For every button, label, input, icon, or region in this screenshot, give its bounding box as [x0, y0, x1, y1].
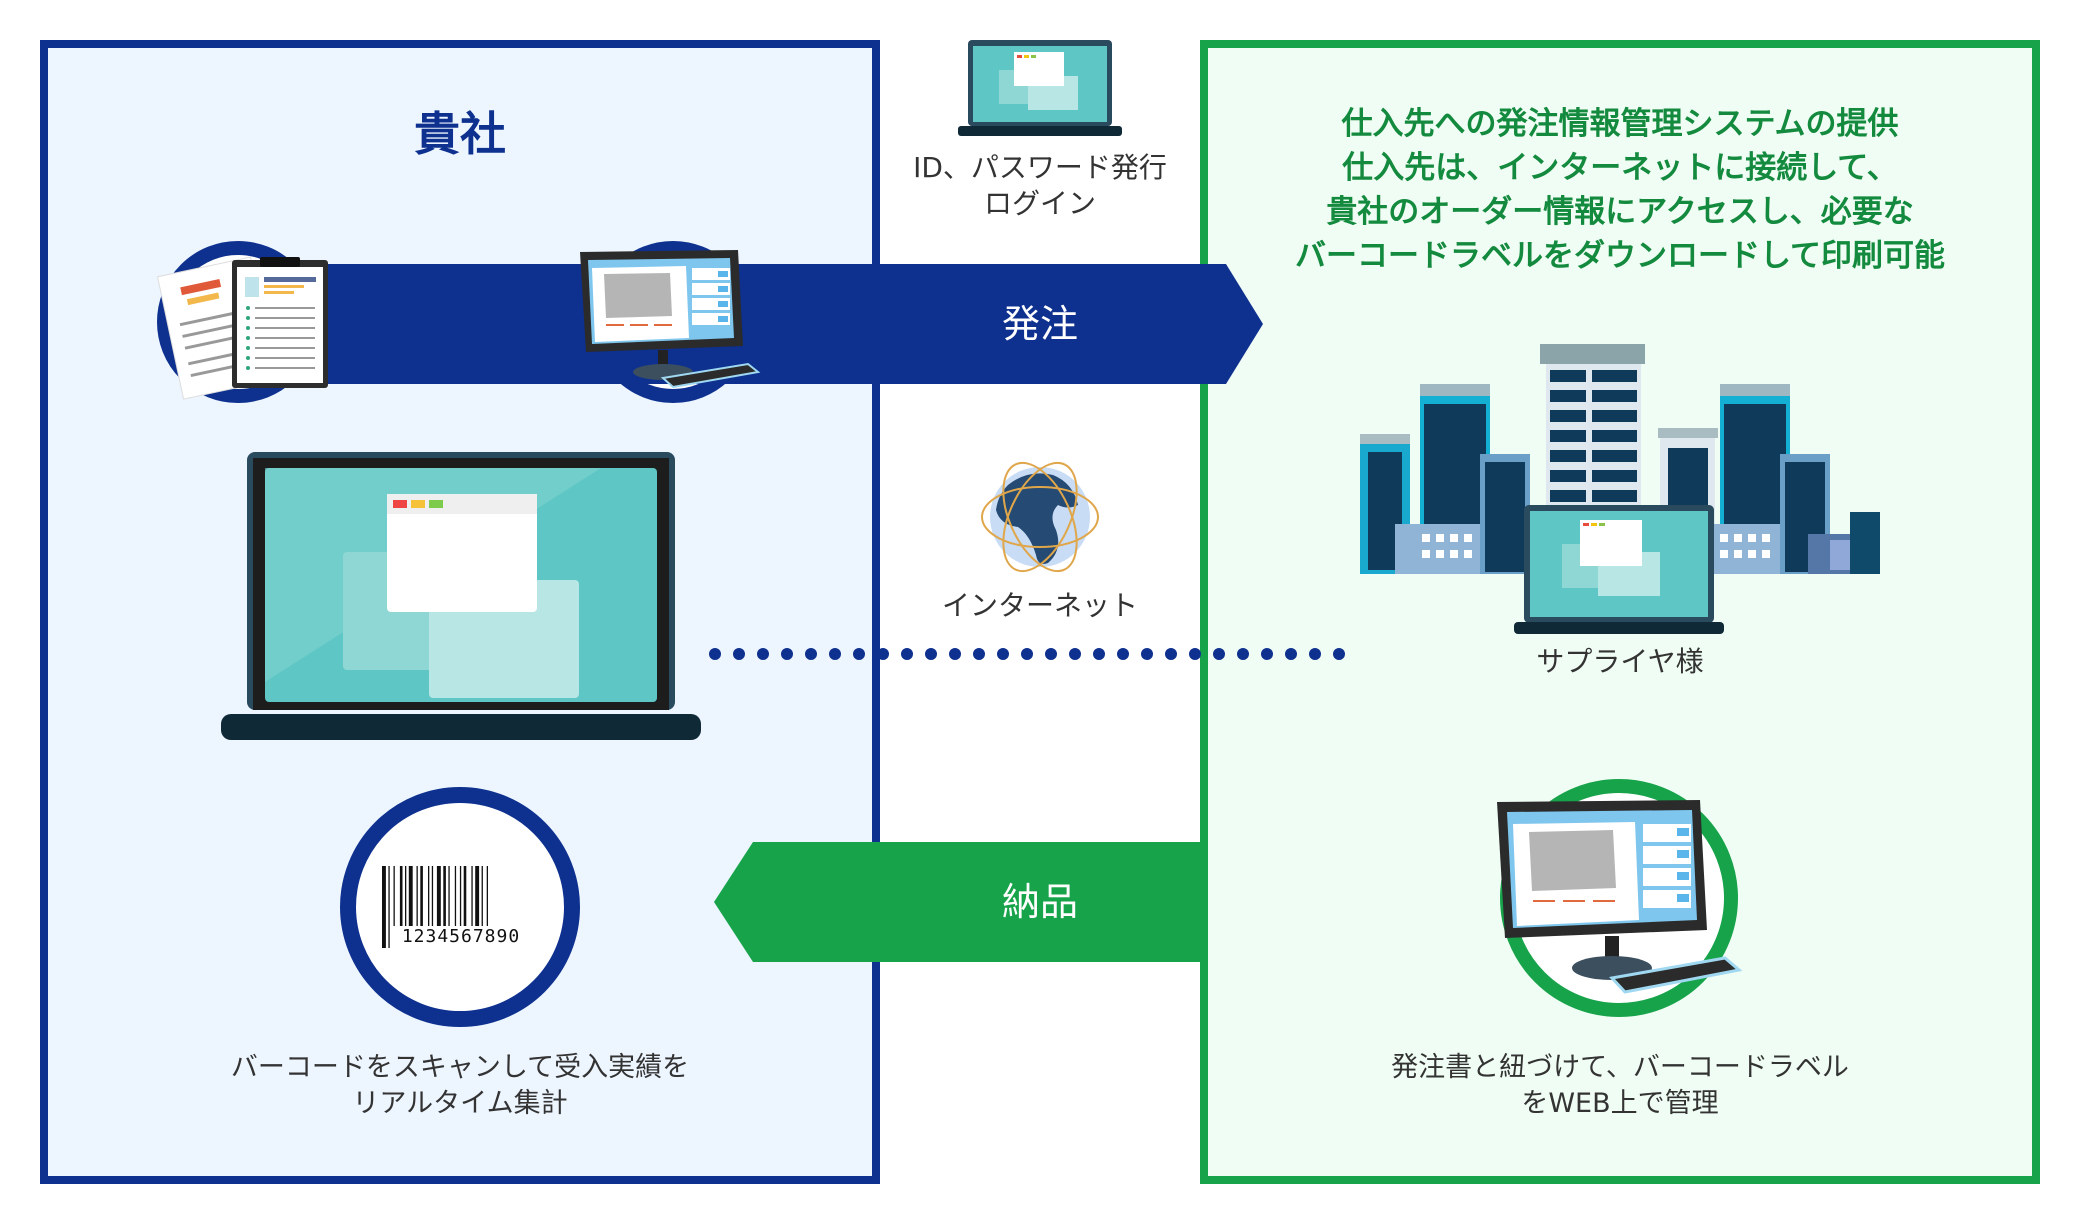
connection-dot — [1285, 648, 1297, 660]
barcode-bar — [463, 866, 467, 948]
company-caption: バーコードをスキャンして受入実績を リアルタイム集計 — [180, 1050, 740, 1122]
company-caption-line-1: バーコードをスキャンして受入実績を — [230, 1052, 690, 1083]
desktop-monitor-icon — [580, 250, 761, 389]
barcode-bar — [471, 866, 473, 948]
supplier-label: サプライヤ様 — [1536, 645, 1704, 678]
supplier-caption-line-1: 発注書と紐づけて、バーコードラベル — [1391, 1052, 1849, 1083]
connection-dot — [925, 648, 937, 660]
connection-dot — [1261, 648, 1273, 660]
barcode-bar — [408, 866, 413, 948]
connection-dot — [757, 648, 769, 660]
connection-dot — [877, 648, 889, 660]
login-caption-line-1: ID、パスワード発行 — [913, 151, 1167, 184]
connection-dot — [1021, 648, 1033, 660]
company-title: 貴社 — [414, 107, 506, 161]
supplier-headline: 仕入先への発注情報管理システムの提供 仕入先は、インターネットに接続して、 貴社… — [1230, 102, 2010, 278]
laptop-icon — [221, 452, 701, 740]
supplier-caption-line-2: をWEB上で管理 — [1521, 1088, 1719, 1119]
connection-dot — [781, 648, 793, 660]
barcode-bar — [420, 866, 423, 948]
desktop-monitor-icon — [1497, 800, 1743, 994]
connection-dot — [829, 648, 841, 660]
barcode-bar — [388, 866, 390, 948]
headline-line-3: 貴社のオーダー情報にアクセスし、必要な — [1326, 194, 1914, 230]
order-arrow-label: 発注 — [1001, 302, 1078, 346]
barcode-bar — [436, 866, 441, 948]
company-caption-line-2: リアルタイム集計 — [352, 1088, 568, 1119]
barcode-number: 1234567890 — [390, 926, 532, 948]
barcode-bar — [416, 866, 418, 948]
internet-label: インターネット — [941, 589, 1138, 622]
connection-dot — [949, 648, 961, 660]
barcode-bar — [428, 866, 430, 948]
delivery-arrow-label: 納品 — [1001, 880, 1078, 924]
connection-dot — [1213, 648, 1225, 660]
connection-dot — [1117, 648, 1129, 660]
city-buildings-icon — [1360, 344, 1880, 634]
login-caption-line-2: ログイン — [983, 187, 1096, 220]
connection-dot — [805, 648, 817, 660]
connection-dot — [709, 648, 721, 660]
connection-dot — [1093, 648, 1105, 660]
connection-dot — [901, 648, 913, 660]
login-laptop-icon — [958, 40, 1122, 136]
barcode-bar — [486, 866, 488, 948]
barcode-bar — [405, 866, 407, 948]
clipboard-document-icon — [156, 256, 328, 400]
connection-dot — [853, 648, 865, 660]
connection-dot — [1045, 648, 1057, 660]
connection-dot — [997, 648, 1009, 660]
connection-dot — [1333, 648, 1345, 660]
barcode-bar — [459, 866, 462, 948]
barcode-bar — [399, 866, 403, 948]
barcode-bar — [454, 866, 457, 948]
supplier-caption: 発注書と紐づけて、バーコードラベル をWEB上で管理 — [1340, 1050, 1900, 1122]
barcode-icon: 1234567890 — [380, 866, 542, 948]
connection-dot — [733, 648, 745, 660]
connection-dot — [1069, 648, 1081, 660]
barcode-bar — [448, 866, 450, 948]
connection-dot — [1237, 648, 1249, 660]
globe-icon — [981, 461, 1099, 573]
connection-dot — [1309, 648, 1321, 660]
connection-dot — [1165, 648, 1177, 660]
headline-line-2: 仕入先は、インターネットに接続して、 — [1342, 150, 1898, 186]
headline-line-1: 仕入先への発注情報管理システムの提供 — [1341, 106, 1899, 142]
connection-dot — [1141, 648, 1153, 660]
barcode-bar — [475, 866, 480, 948]
login-caption: ID、パスワード発行 ログイン — [880, 150, 1200, 222]
barcode-bar — [443, 866, 446, 948]
connection-dot — [973, 648, 985, 660]
barcode-bar — [431, 866, 434, 948]
barcode-bar — [393, 866, 395, 948]
connection-dot — [1189, 648, 1201, 660]
barcode-bar — [481, 866, 483, 948]
headline-line-4: バーコードラベルをダウンロードして印刷可能 — [1294, 238, 1946, 274]
barcode-bar — [382, 866, 386, 948]
